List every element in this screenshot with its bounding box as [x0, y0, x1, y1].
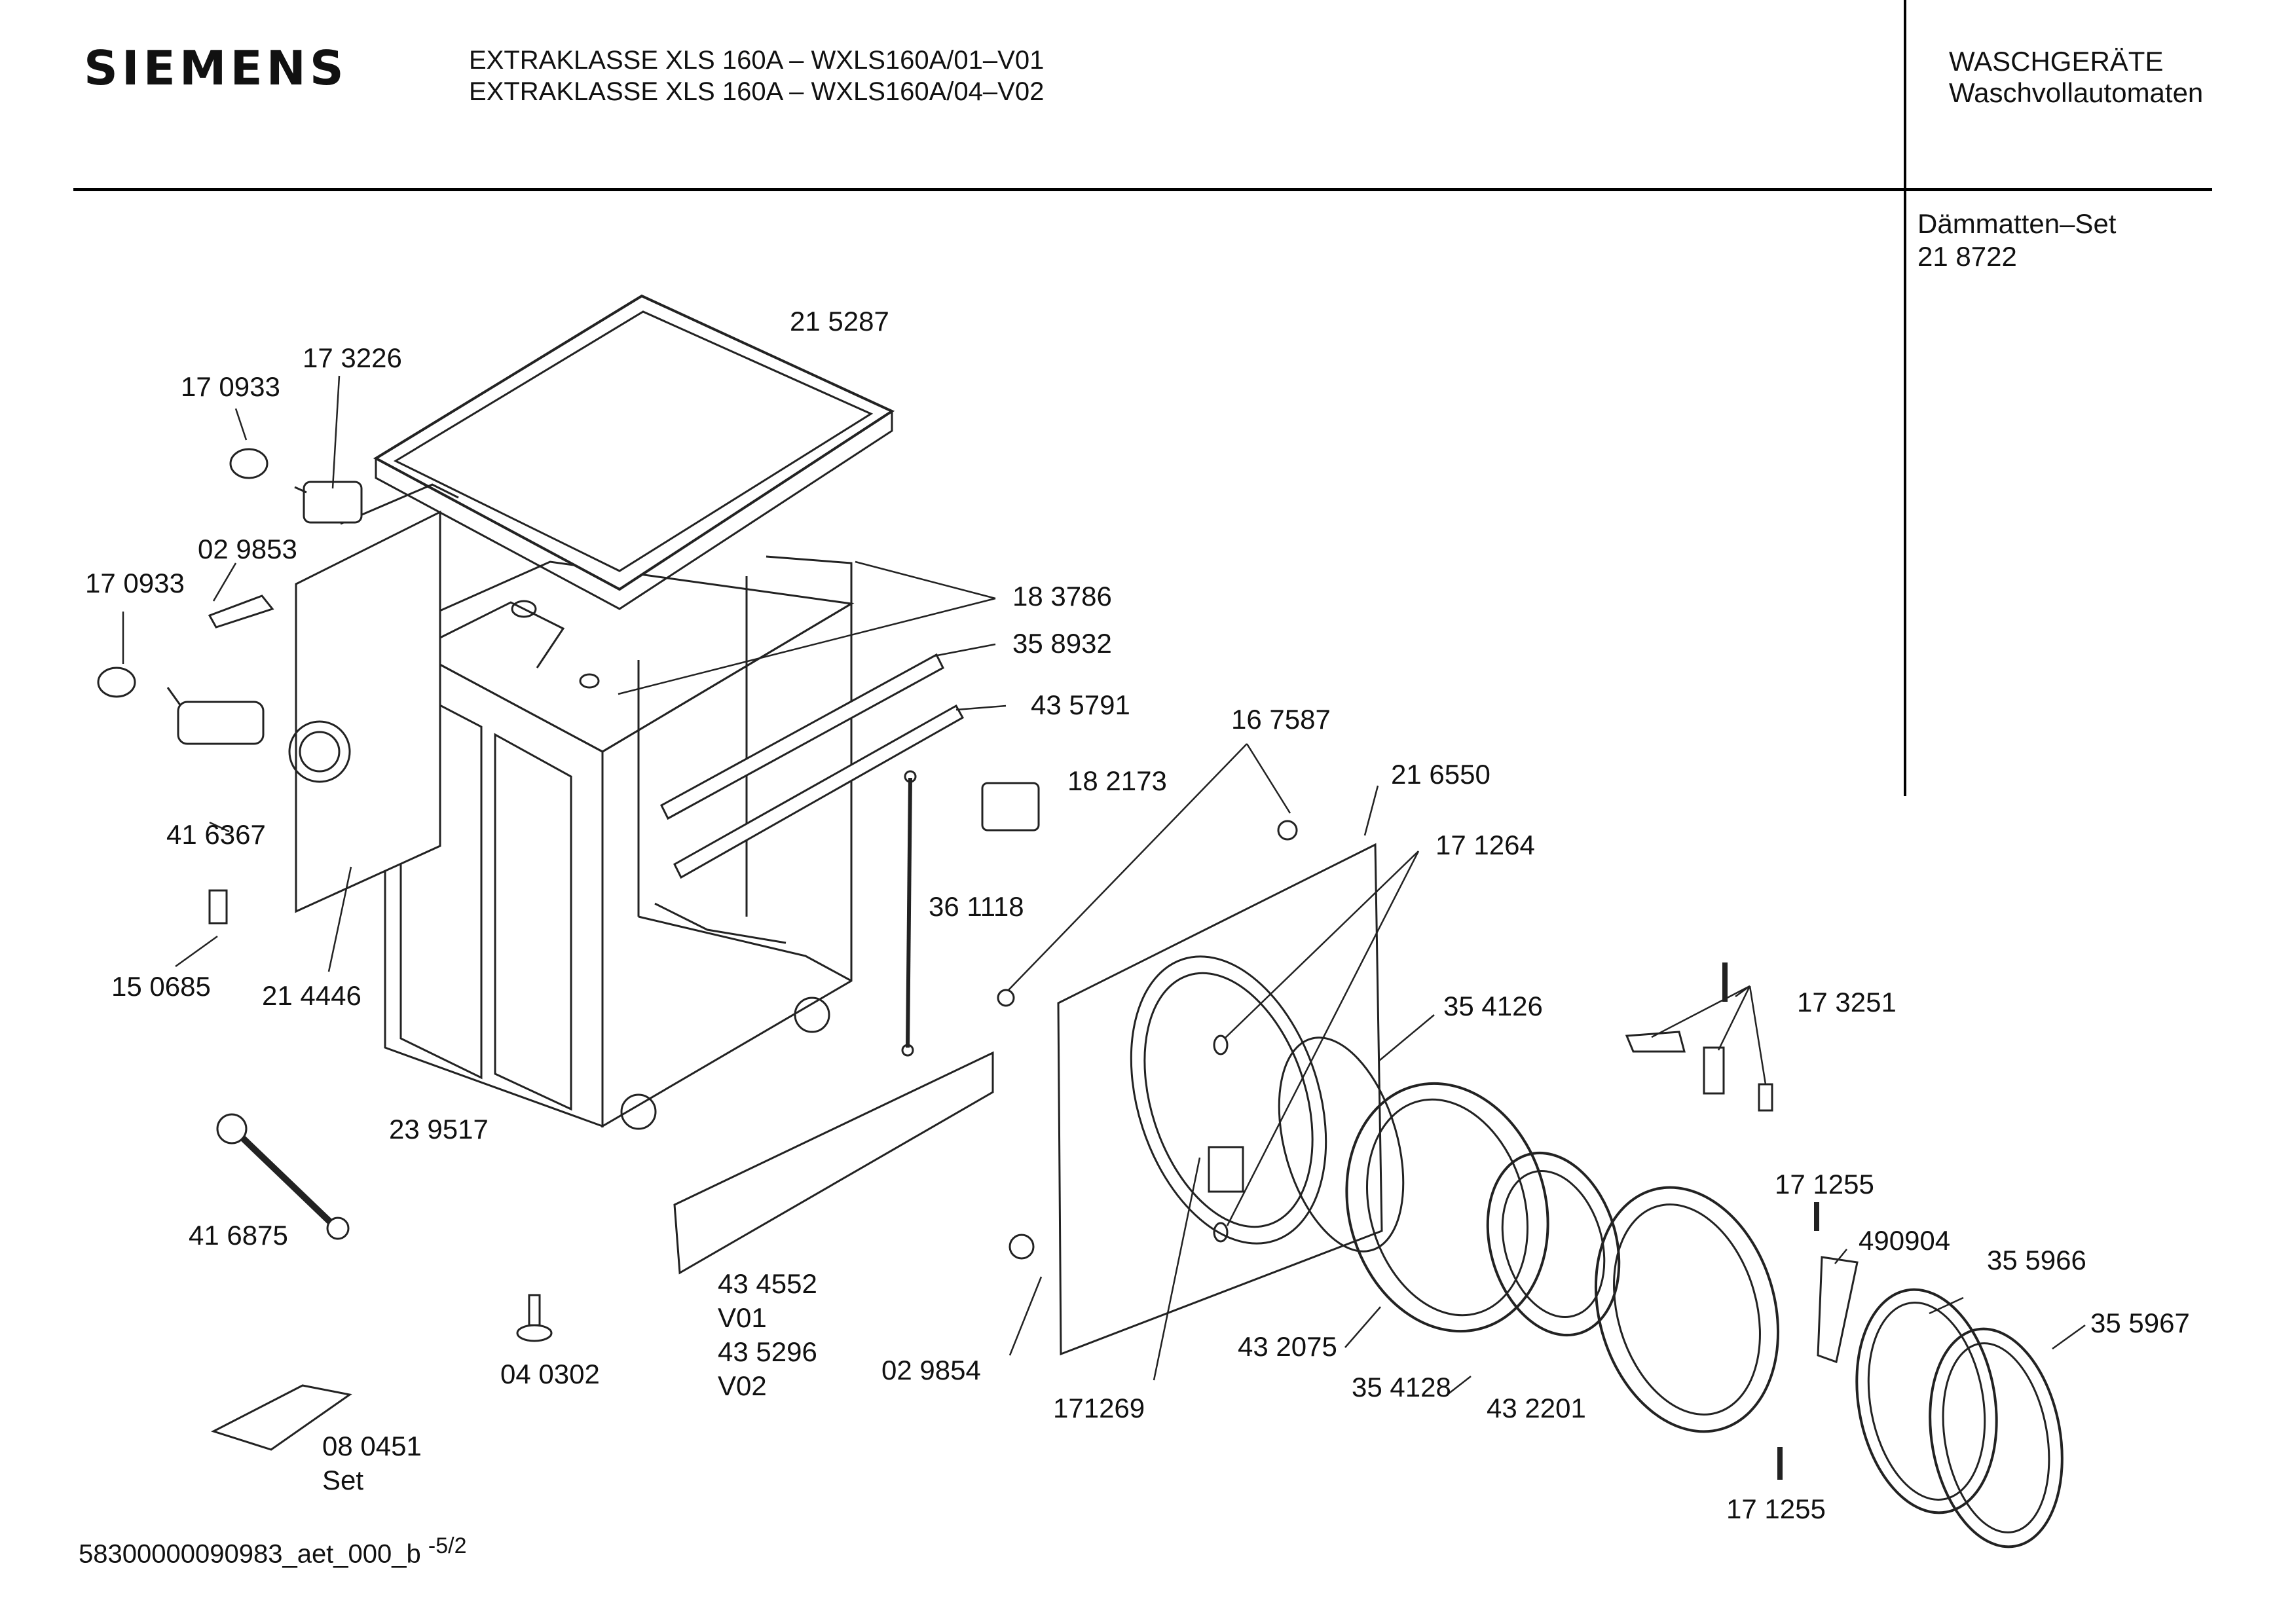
part-label: 17 0933 — [85, 568, 185, 598]
part-label: 17 3226 — [303, 342, 402, 373]
cross-struts — [660, 653, 965, 879]
tools-and-feet — [211, 1113, 553, 1451]
part-label: 02 9853 — [198, 534, 297, 564]
part-label: 35 5966 — [1987, 1245, 2086, 1275]
category: WASCHGERÄTE — [1949, 46, 2164, 77]
part-label: V01 — [718, 1302, 767, 1333]
part-label: 43 5791 — [1031, 689, 1130, 720]
door-lock-parts — [1625, 962, 1859, 1480]
page-number: -5/2 — [428, 1533, 467, 1558]
part-label: 35 4126 — [1443, 991, 1543, 1021]
part-label: 04 0302 — [500, 1359, 600, 1389]
part-label: 171269 — [1053, 1393, 1145, 1423]
part-label: 18 2173 — [1067, 765, 1167, 796]
part-label: 43 2201 — [1487, 1393, 1586, 1423]
part-label: 35 4128 — [1352, 1372, 1451, 1402]
document-code: 58300000090983_aet_000_b -5/2 — [79, 1533, 467, 1569]
part-label: 23 9517 — [389, 1114, 489, 1145]
part-label: 21 4446 — [262, 980, 361, 1011]
part-label: 36 1118 — [929, 891, 1024, 922]
header-divider — [73, 188, 2212, 191]
part-label: 41 6367 — [166, 819, 266, 850]
model-line-2: EXTRAKLASSE XLS 160A – WXLS160A/04–V02 — [469, 77, 1045, 106]
part-label: 17 3251 — [1797, 987, 1897, 1017]
brand-logo: SIEMENS — [84, 41, 348, 96]
part-label: 35 5967 — [2090, 1308, 2190, 1338]
part-label: 18 3786 — [1012, 581, 1112, 612]
cabinet-housing — [382, 555, 855, 1130]
hinge-and-cable — [901, 770, 1040, 1057]
header-vertical-divider — [1904, 0, 1906, 189]
door-gasket-and-rings — [1278, 1036, 2064, 1548]
front-fascia — [673, 1051, 994, 1275]
part-label: 08 0451 — [322, 1431, 422, 1461]
part-label: 43 2075 — [1238, 1331, 1337, 1362]
part-label: 16 7587 — [1231, 704, 1331, 735]
part-label: 490904 — [1859, 1225, 1951, 1256]
part-label: 35 8932 — [1012, 628, 1112, 659]
left-side-panel — [288, 483, 459, 913]
part-label: 17 0933 — [181, 371, 280, 402]
side-vertical-divider — [1904, 189, 1906, 796]
part-label: 15 0685 — [111, 971, 211, 1002]
part-label: 17 1255 — [1775, 1169, 1874, 1200]
part-label: 17 1264 — [1435, 830, 1535, 860]
part-label: Set — [322, 1465, 364, 1495]
part-label: 02 9854 — [881, 1355, 981, 1385]
leader-lines — [122, 375, 2086, 1395]
part-label: V02 — [718, 1370, 767, 1401]
part-label: 41 6875 — [189, 1220, 288, 1251]
top-cover — [373, 294, 895, 610]
model-line-1: EXTRAKLASSE XLS 160A – WXLS160A/01–V01 — [469, 46, 1045, 75]
part-label: 21 6550 — [1391, 759, 1491, 790]
subcategory: Waschvollautomaten — [1949, 77, 2204, 108]
part-label: 43 4552 — [718, 1268, 817, 1299]
part-label: 43 5296 — [718, 1336, 817, 1367]
side-note-number: 21 8722 — [1917, 241, 2017, 272]
side-note-title: Dämmatten–Set — [1917, 208, 2117, 239]
part-label: 21 5287 — [790, 306, 889, 337]
document-code-text: 58300000090983_aet_000_b — [79, 1539, 421, 1569]
part-label: 17 1255 — [1726, 1493, 1826, 1524]
front-panel-door-frame — [997, 820, 1383, 1356]
